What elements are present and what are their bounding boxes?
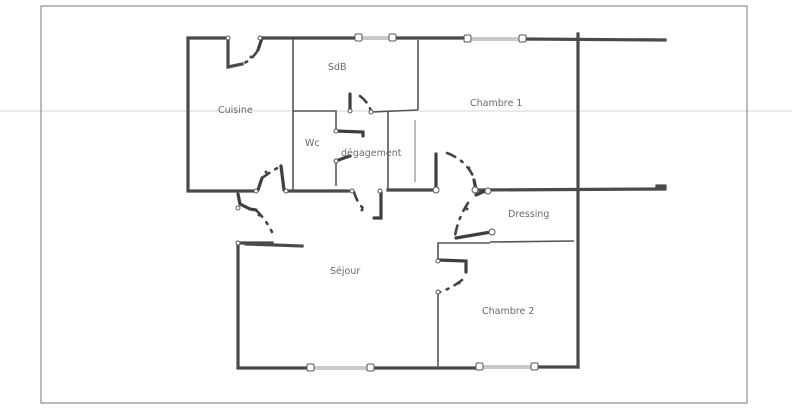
walls-cuisine	[186, 36, 362, 193]
window-node	[388, 33, 397, 42]
room-label-sdb: SdB	[328, 62, 347, 73]
window-node	[518, 34, 527, 43]
window-node	[463, 34, 472, 43]
room-label-degagement: dégagement	[341, 148, 402, 159]
room-label-sejour: Séjour	[330, 266, 360, 277]
window-node	[530, 362, 539, 371]
room-label-chambre1: Chambre 1	[470, 98, 522, 109]
doors	[236, 36, 493, 294]
walls-top	[354, 33, 667, 43]
window-node	[354, 33, 363, 42]
door-pivots	[225, 35, 496, 295]
drawing-frame	[40, 5, 748, 404]
walls-bottom	[236, 240, 580, 372]
room-label-dressing: Dressing	[508, 209, 549, 220]
partitions	[292, 39, 667, 192]
room-label-cuisine: Cuisine	[218, 105, 253, 116]
window-node	[366, 363, 375, 372]
window-node	[306, 363, 315, 372]
room-label-chambre2: Chambre 2	[482, 306, 534, 317]
window-node	[475, 362, 484, 371]
room-label-wc: Wc	[305, 138, 320, 149]
